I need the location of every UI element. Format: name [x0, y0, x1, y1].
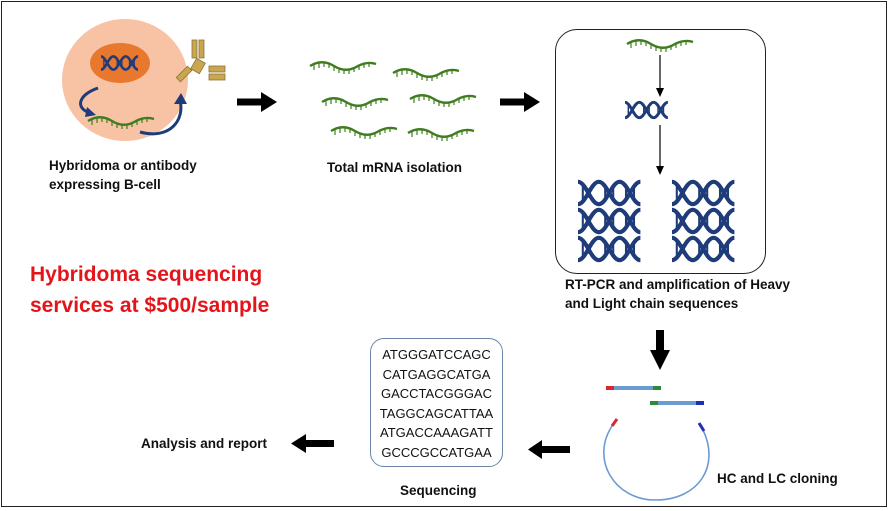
sequence-line: ATGGGATCCAGC: [382, 347, 491, 362]
promo-text: Hybridoma sequencing services at $500/sa…: [30, 259, 269, 321]
arrow-to-mrna: [237, 92, 277, 112]
plasmid-vector: [603, 425, 710, 501]
arrow-to-analysis: [291, 434, 334, 453]
rtpcr-label-line-2: and Light chain sequences: [565, 296, 739, 311]
sequencing-label: Sequencing: [400, 483, 477, 498]
arrow-to-cloning: [650, 330, 670, 370]
sequence-box: ATGGGATCCAGC CATGAGGCATGA GACCTACGGGAC T…: [370, 338, 503, 467]
cloning-label: HC and LC cloning: [717, 471, 838, 486]
sequence-line: CATGAGGCATGA: [382, 366, 491, 382]
rtpcr-panel: [555, 29, 766, 274]
analysis-label: Analysis and report: [141, 436, 268, 451]
sequence-line: GACCTACGGGAC: [381, 386, 492, 401]
lc-insert: [650, 401, 703, 405]
promo-line-2: services at $500/sample: [30, 294, 270, 317]
cloning-illustration: [603, 386, 710, 501]
sequence-line: ATGACCAAAGATT: [380, 425, 493, 440]
arrow-to-rtpcr: [500, 92, 540, 112]
sequence-line: GCCCGCCATGAA: [381, 444, 492, 460]
rtpcr-label-line-1: RT-PCR and amplification of Heavy: [565, 277, 791, 292]
antibody-icon: [175, 39, 226, 83]
bcell-label: Hybridoma or antibody expressing B-cell: [49, 156, 197, 194]
promo-line-1: Hybridoma sequencing: [30, 263, 263, 286]
hc-insert: [606, 386, 661, 390]
arrow-to-sequencing: [528, 440, 570, 459]
sequence-line: TAGGCAGCATTAA: [379, 405, 494, 421]
mrna-strands: [308, 60, 478, 143]
b-cell-illustration: [62, 19, 226, 141]
bcell-label-line-1: Hybridoma or antibody: [49, 158, 197, 173]
rtpcr-label: RT-PCR and amplification of Heavy and Li…: [565, 275, 790, 313]
cell-arrow-right: [139, 99, 183, 136]
bcell-label-line-2: expressing B-cell: [49, 177, 161, 192]
rtpcr-contents: [578, 38, 734, 260]
mrna-label: Total mRNA isolation: [327, 160, 462, 175]
